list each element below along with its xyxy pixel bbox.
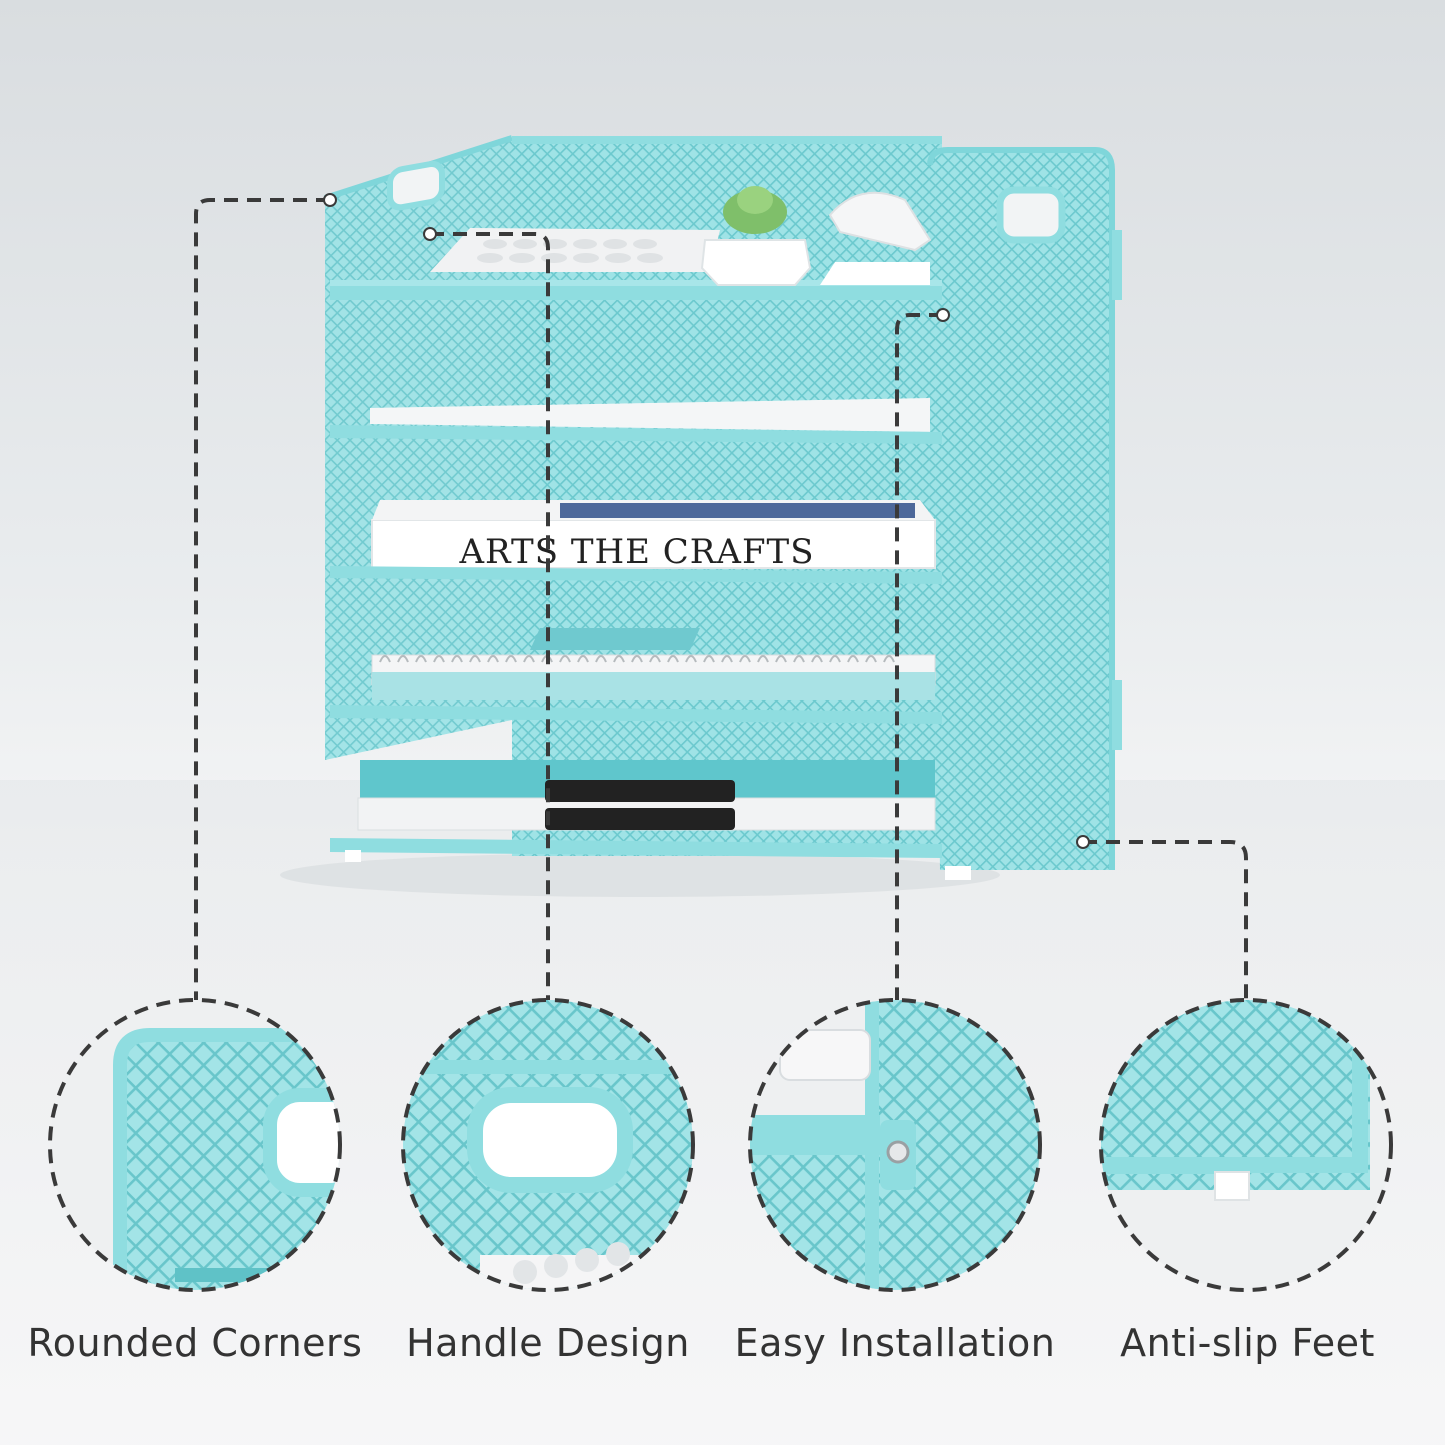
rounded-corner-detail [48,998,342,1292]
callout-lines [194,198,1248,1000]
book-title: ARTS THE CRAFTS [458,532,814,572]
handle-cutout-detail [401,998,695,1292]
stapler [820,191,932,285]
folders [357,760,936,831]
rubber-foot-detail [1099,998,1393,1292]
feature-label-anti-slip-feet: Anti-slip Feet [1120,1321,1375,1365]
calculator [430,228,720,272]
feature-label-easy-installation: Easy Installation [734,1321,1056,1365]
mesh-file-organizer: ARTS THE CRAFTS [324,135,1122,880]
spiral-notebook [371,628,936,700]
feature-label-handle-design: Handle Design [406,1321,690,1365]
succulent-pot [700,186,812,286]
feature-label-rounded-corners: Rounded Corners [27,1321,363,1365]
book: ARTS THE CRAFTS [371,500,936,572]
